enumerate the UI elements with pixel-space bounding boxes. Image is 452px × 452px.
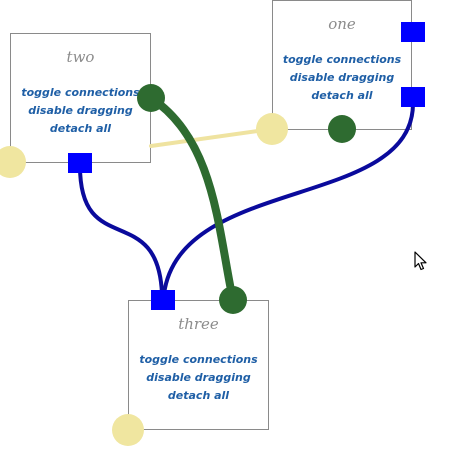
endpoint-green[interactable]	[219, 286, 247, 314]
toggle-connections-link[interactable]: toggle connections	[21, 86, 140, 99]
detach-all-link[interactable]: detach all	[167, 389, 230, 402]
window-one[interactable]: one toggle connections disable dragging …	[272, 0, 412, 130]
window-title: two	[66, 48, 95, 66]
detach-all-link[interactable]: detach all	[311, 89, 373, 102]
connector-blue-one-three[interactable]	[162, 102, 415, 296]
window-three[interactable]: three toggle connections disable draggin…	[128, 300, 269, 430]
disable-dragging-link[interactable]: disable dragging	[289, 71, 395, 84]
endpoint-blue-square[interactable]	[68, 153, 92, 173]
connector-yellow-two-one[interactable]	[149, 127, 274, 148]
disable-dragging-link[interactable]: disable dragging	[28, 104, 133, 117]
window-two[interactable]: two toggle connections disable dragging …	[10, 33, 151, 163]
connector-blue-two-three[interactable]	[78, 164, 164, 296]
endpoint-green[interactable]	[328, 115, 356, 143]
window-title: three	[178, 315, 219, 333]
endpoint-blue-square[interactable]	[401, 22, 425, 42]
endpoint-yellow[interactable]	[0, 146, 26, 178]
toggle-connections-link[interactable]: toggle connections	[282, 53, 402, 66]
window-actions: toggle connections disable dragging deta…	[11, 84, 150, 138]
window-actions: toggle connections disable dragging deta…	[273, 51, 411, 105]
disable-dragging-link[interactable]: disable dragging	[146, 371, 251, 384]
detach-all-link[interactable]: detach all	[49, 122, 112, 135]
window-actions: toggle connections disable dragging deta…	[129, 351, 268, 405]
connector-green-two-three[interactable]	[147, 94, 237, 304]
endpoint-blue-square[interactable]	[401, 87, 425, 107]
endpoint-green[interactable]	[137, 84, 165, 112]
toggle-connections-link[interactable]: toggle connections	[139, 353, 258, 366]
endpoint-yellow[interactable]	[112, 414, 144, 446]
endpoint-blue-square[interactable]	[151, 290, 175, 310]
window-title: one	[328, 15, 356, 33]
arrow-cursor-icon	[414, 251, 427, 271]
endpoint-yellow[interactable]	[256, 113, 288, 145]
